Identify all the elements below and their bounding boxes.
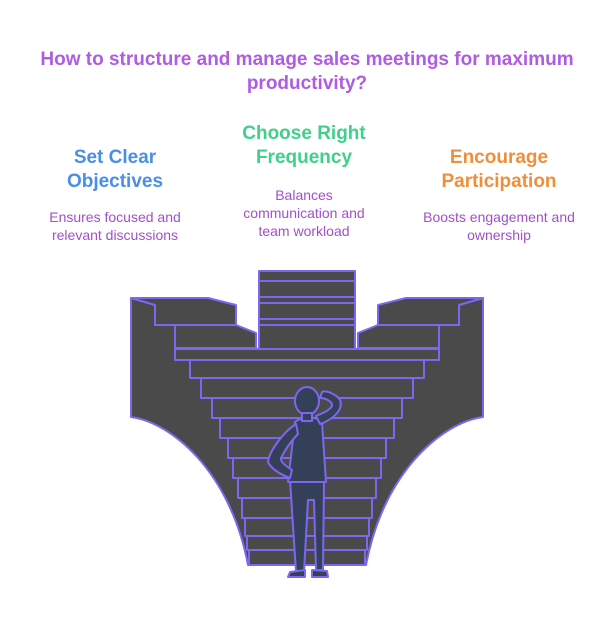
column-heading: Encourage Participation: [402, 146, 596, 194]
person-right-arm: [315, 390, 342, 425]
desc-line-1: Boosts engagement and: [423, 209, 575, 225]
column-description: Boosts engagement and ownership: [402, 208, 596, 244]
person-head: [294, 386, 320, 416]
center-step-1: [174, 348, 440, 361]
heading-line-1: Set Clear: [73, 147, 157, 168]
desc-line-3: team workload: [258, 223, 350, 239]
column-heading: Choose Right Frequency: [217, 122, 391, 170]
column-choose-right-frequency: Choose Right Frequency Balances communic…: [217, 122, 391, 240]
heading-line-2: Participation: [441, 171, 557, 192]
desc-line-2: relevant discussions: [51, 227, 179, 243]
center-step-11: [246, 535, 368, 551]
column-description: Balances communication and team workload: [217, 186, 391, 240]
page-title: How to structure and manage sales meetin…: [0, 48, 614, 96]
heading-line-1: Encourage: [449, 147, 549, 168]
center-step-12: [248, 549, 366, 566]
desc-line-2: communication and: [243, 205, 365, 221]
desc-line-1: Ensures focused and: [49, 209, 181, 225]
person-left-foot: [287, 569, 306, 578]
heading-line-2: Frequency: [255, 147, 353, 168]
heading-line-1: Choose Right: [242, 123, 366, 144]
center-tower: [258, 270, 356, 350]
desc-line-1: Balances: [275, 187, 333, 203]
heading-line-2: Objectives: [66, 171, 164, 192]
column-heading: Set Clear Objectives: [28, 146, 202, 194]
person-figure: [267, 386, 342, 578]
person-right-foot: [311, 569, 329, 578]
person-left-arm: [267, 423, 299, 479]
column-set-clear-objectives: Set Clear Objectives Ensures focused and…: [28, 146, 202, 244]
title-line-1: How to structure and manage sales meetin…: [40, 49, 574, 70]
column-description: Ensures focused and relevant discussions: [28, 208, 202, 244]
column-encourage-participation: Encourage Participation Boosts engagemen…: [402, 146, 596, 244]
center-step-2: [189, 359, 425, 379]
desc-line-2: ownership: [467, 227, 531, 243]
title-line-2: productivity?: [246, 73, 368, 94]
